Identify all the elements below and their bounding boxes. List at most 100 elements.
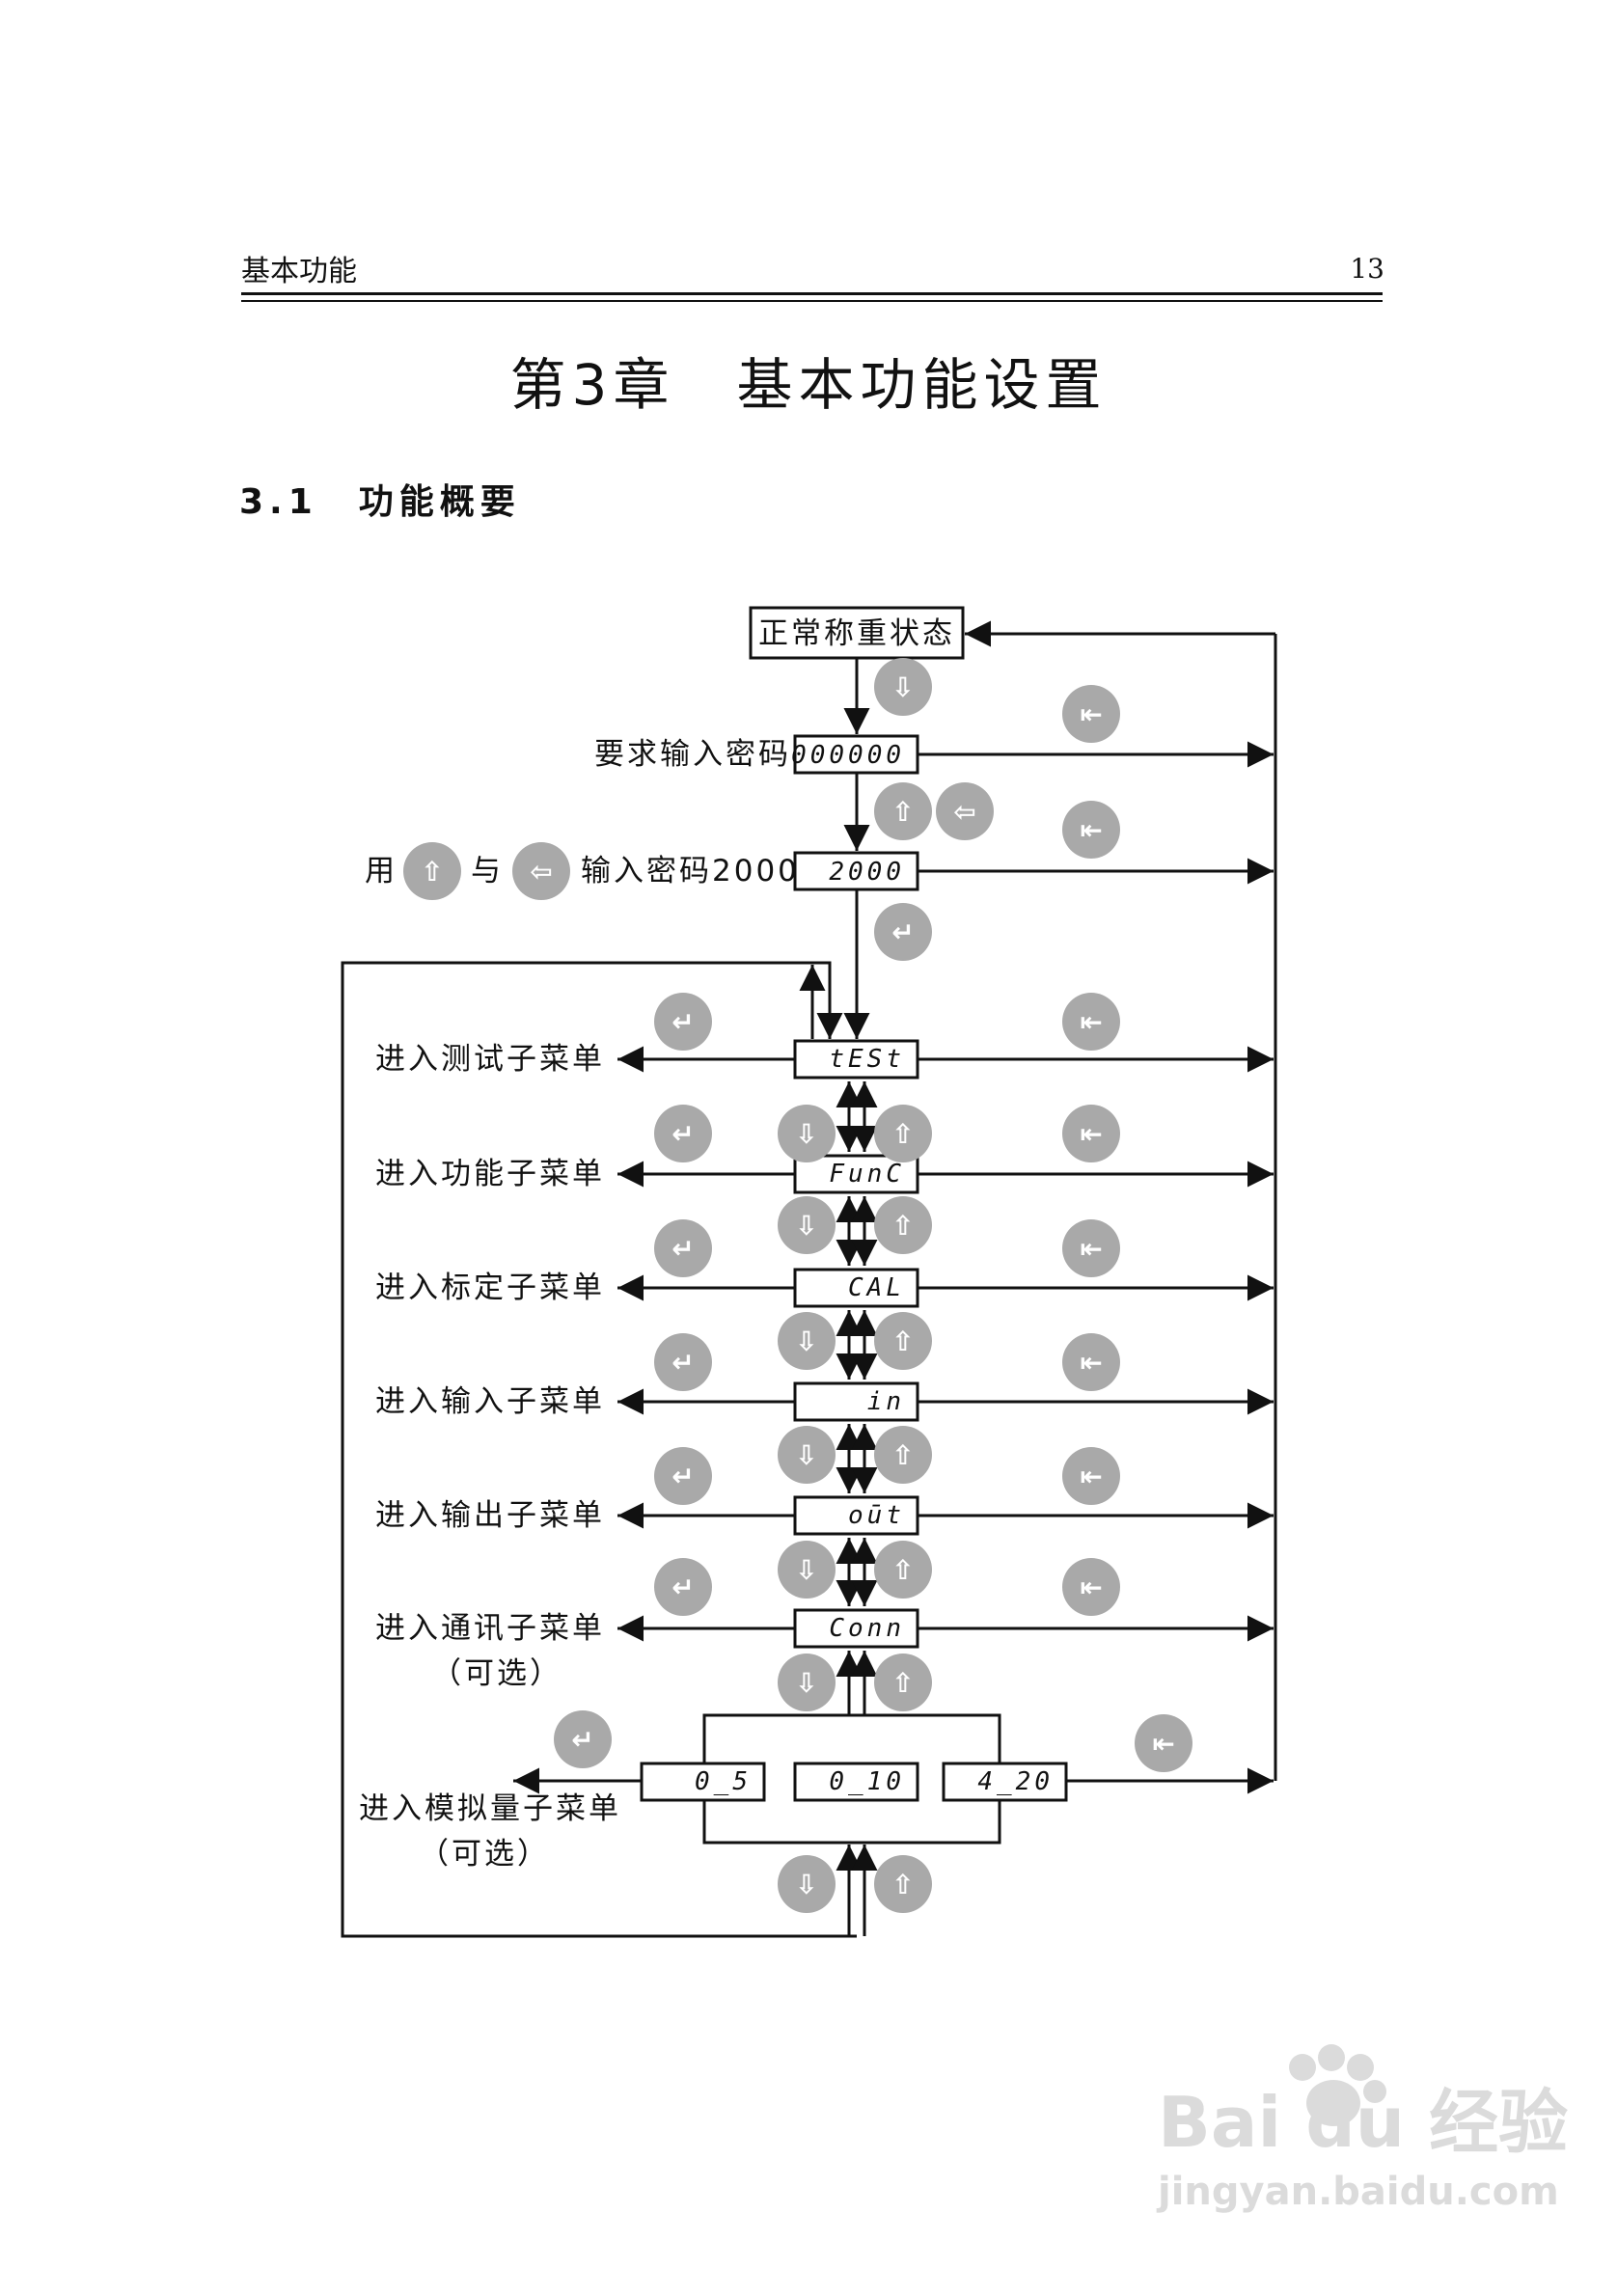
arrow-left-icon — [512, 842, 570, 900]
arrow-up-icon-glyph: ⇧ — [891, 1869, 914, 1900]
enter-icon — [874, 903, 932, 961]
arrow-left-icon-glyph: ⇦ — [530, 856, 552, 888]
arrow-up-icon-glyph: ⇧ — [891, 1554, 914, 1586]
section-title: 3.1 功能概要 — [239, 482, 521, 522]
arrow-up-icon-glyph: ⇧ — [891, 1439, 914, 1471]
exit-icon-glyph: ⇤ — [1080, 1572, 1102, 1603]
menu-row-out: oūt 进入输出子菜单 — [375, 1495, 1274, 1536]
exit-icon-glyph: ⇤ — [1152, 1728, 1174, 1760]
analog-branch: 0_5 0_10 4_20 进入模拟量子菜单 （可选） — [359, 1713, 1274, 1872]
arrow-left-icon-glyph: ⇦ — [953, 796, 975, 828]
arrow-down-icon — [778, 1196, 836, 1254]
exit-icon-glyph: ⇤ — [1080, 814, 1102, 846]
menu-row-conn: Conn 进入通讯子菜单 （可选） — [375, 1608, 1274, 1691]
menu-navigation-arrows — [836, 1081, 878, 1936]
enter-icon — [654, 1105, 712, 1162]
arrow-left-icon — [936, 782, 994, 840]
menu-label-out: 进入输出子菜单 — [375, 1498, 605, 1533]
enter-icon-glyph: ↵ — [671, 1118, 694, 1150]
password-value-box: 2000 — [793, 851, 919, 891]
header-rule — [241, 292, 1383, 295]
arrow-down-icon-glyph: ⇩ — [795, 1667, 817, 1699]
key-buttons: ⇩⇤⇧⇦⇤⇧⇦↵↵⇤⇩⇧↵⇤⇩⇧↵⇤⇩⇧↵⇤⇩⇧↵⇤⇩⇧↵⇤⇩⇧↵⇤⇩⇧ — [403, 658, 1192, 1913]
exit-icon-glyph: ⇤ — [1080, 1347, 1102, 1379]
exit-icon — [1062, 1447, 1120, 1505]
arrow-down-icon-glyph: ⇩ — [795, 1210, 817, 1242]
menu-label-cal: 进入标定子菜单 — [375, 1271, 605, 1305]
menu-label-in: 进入输入子菜单 — [375, 1384, 605, 1419]
enter-icon-glyph: ↵ — [671, 1006, 694, 1038]
exit-icon-glyph: ⇤ — [1080, 1461, 1102, 1492]
arrow-up-icon — [874, 1312, 932, 1370]
watermark-url: jingyan.baidu.com — [1156, 2170, 1559, 2214]
arrow-down-icon-glyph: ⇩ — [795, 1326, 817, 1357]
arrow-down-icon — [778, 1855, 836, 1913]
exit-icon-glyph: ⇤ — [1080, 1006, 1102, 1038]
menu-display-func: FunC — [829, 1160, 905, 1189]
menu-display-in: in — [867, 1387, 905, 1416]
enter-icon-glyph: ↵ — [671, 1347, 694, 1379]
enter-icon — [654, 1333, 712, 1391]
exit-icon — [1062, 1558, 1120, 1616]
arrow-up-icon-glyph: ⇧ — [891, 1118, 914, 1150]
enter-icon-glyph: ↵ — [891, 916, 914, 948]
menu-display-test: tESt — [829, 1045, 905, 1074]
arrow-down-icon-glyph: ⇩ — [795, 1118, 817, 1150]
exit-icon-glyph: ⇤ — [1080, 1118, 1102, 1150]
exit-icon — [1062, 1333, 1120, 1391]
menu-display-conn: Conn — [829, 1614, 905, 1643]
enter-icon-glyph: ↵ — [671, 1461, 694, 1492]
arrow-up-icon — [874, 1855, 932, 1913]
watermark-brand: Bai du 经验 — [1158, 2082, 1568, 2163]
enter-icon-glyph: ↵ — [671, 1233, 694, 1265]
arrow-down-icon — [778, 1426, 836, 1484]
menu-label-conn: 进入通讯子菜单 — [375, 1611, 605, 1646]
menu-label-test: 进入测试子菜单 — [375, 1042, 605, 1077]
exit-icon — [1062, 801, 1120, 859]
menu-label-func: 进入功能子菜单 — [375, 1157, 605, 1191]
analog-label: 进入模拟量子菜单 — [359, 1791, 621, 1826]
enter-password-suffix: 输入密码2000 — [581, 854, 800, 888]
menu-note-conn: （可选） — [431, 1656, 562, 1691]
analog-option-0-5: 0_5 — [695, 1767, 752, 1796]
header-section: 基本功能 — [241, 255, 357, 288]
exit-icon — [1062, 685, 1120, 743]
enter-icon — [654, 1558, 712, 1616]
arrow-up-icon-glyph: ⇧ — [891, 796, 914, 828]
enter-password-prefix: 用 — [365, 854, 397, 888]
arrow-down-icon — [778, 1654, 836, 1711]
exit-icon — [1062, 1105, 1120, 1162]
enter-icon — [554, 1710, 612, 1768]
arrow-up-icon — [874, 1426, 932, 1484]
arrow-down-icon — [874, 658, 932, 716]
arrow-down-icon-glyph: ⇩ — [795, 1554, 817, 1586]
menu-row-in: in 进入输入子菜单 — [375, 1381, 1274, 1422]
arrow-down-icon — [778, 1541, 836, 1599]
exit-icon-glyph: ⇤ — [1080, 1233, 1102, 1265]
menu-row-test: tESt 进入测试子菜单 — [375, 1039, 1274, 1080]
enter-icon — [654, 1447, 712, 1505]
arrow-down-icon-glyph: ⇩ — [891, 671, 914, 703]
arrow-up-icon — [874, 1196, 932, 1254]
arrow-up-icon — [874, 1654, 932, 1711]
enter-icon-glyph: ↵ — [671, 1572, 694, 1603]
menu-display-out: oūt — [848, 1501, 905, 1530]
enter-password-mid: 与 — [471, 854, 504, 888]
menu-row-func: FunC 进入功能子菜单 — [375, 1154, 1274, 1194]
enter-icon-glyph: ↵ — [571, 1724, 593, 1756]
arrow-up-icon-glyph: ⇧ — [891, 1667, 914, 1699]
arrow-down-icon-glyph: ⇩ — [795, 1869, 817, 1900]
analog-option-4-20: 4_20 — [977, 1767, 1054, 1796]
exit-icon — [1062, 1219, 1120, 1277]
arrow-down-icon — [778, 1312, 836, 1370]
header-rule-thin — [241, 300, 1383, 302]
analog-option-0-10: 0_10 — [829, 1767, 905, 1796]
arrow-up-icon — [874, 1105, 932, 1162]
arrow-up-icon-glyph: ⇧ — [891, 1326, 914, 1357]
arrow-up-icon — [874, 1541, 932, 1599]
menu-display-cal: CAL — [848, 1273, 905, 1302]
arrow-down-icon — [778, 1105, 836, 1162]
chapter-title: 第3章 基本功能设置 — [509, 352, 1108, 418]
menu-row-cal: CAL 进入标定子菜单 — [375, 1268, 1274, 1308]
